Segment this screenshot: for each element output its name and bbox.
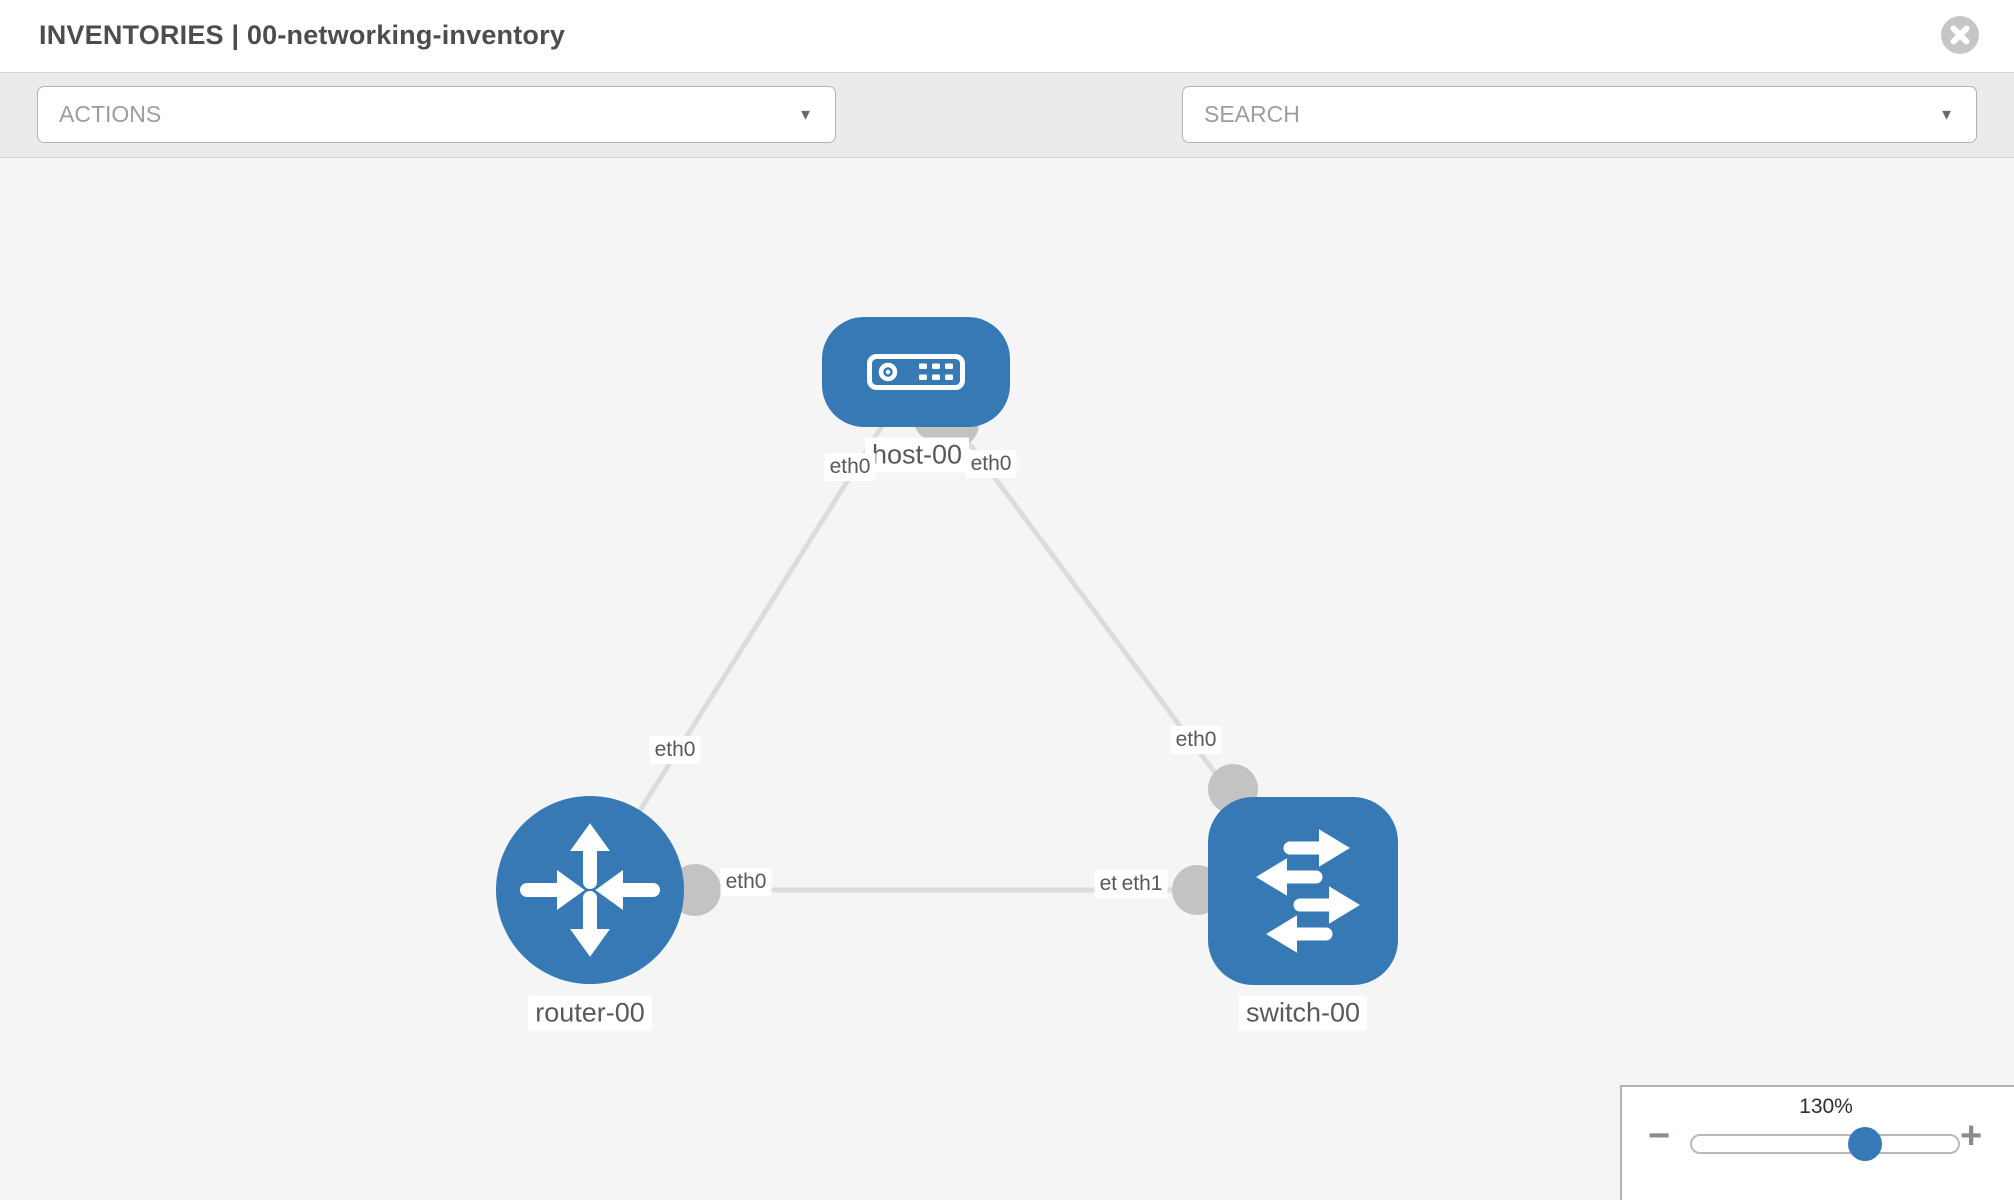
node-label-router: router-00 [528, 995, 652, 1031]
zoom-out-button[interactable]: − [1648, 1115, 1671, 1157]
search-dropdown-label: SEARCH [1204, 101, 1300, 127]
router-icon [496, 796, 684, 984]
if-label-switch-to-host: eth0 [1170, 726, 1222, 754]
node-switch-00[interactable] [1208, 797, 1398, 985]
zoom-slider-thumb[interactable] [1848, 1127, 1882, 1161]
switch-icon [1208, 797, 1398, 985]
node-label-host: host-00 [864, 437, 970, 473]
close-icon [1941, 25, 1979, 58]
node-router-00[interactable] [496, 796, 684, 984]
if-label-router-to-switch: eth0 [720, 868, 772, 896]
zoom-in-button[interactable]: + [1960, 1115, 1983, 1157]
if-label-router-to-host: eth0 [649, 736, 701, 764]
zoom-panel: 130% − + [1620, 1085, 2014, 1200]
zoom-level-value: 130% [1799, 1095, 1853, 1118]
if-label-host-to-router: eth0 [824, 453, 876, 481]
actions-dropdown[interactable]: ACTIONS ▼ [37, 86, 836, 143]
close-button[interactable] [1941, 16, 1979, 54]
zoom-slider-track[interactable] [1690, 1134, 1960, 1154]
if-label-switch-to-router: eth1 [1116, 870, 1168, 898]
if-label-host-to-switch: eth0 [965, 450, 1017, 478]
page-title: INVENTORIES | 00-networking-inventory [39, 20, 566, 50]
topology-canvas[interactable]: host-00 router-00 switch-00 eth0 eth0 et… [0, 158, 2014, 1200]
chevron-down-icon: ▼ [1939, 106, 1954, 123]
node-host-00[interactable] [822, 317, 1010, 427]
node-label-switch: switch-00 [1238, 995, 1368, 1031]
actions-dropdown-label: ACTIONS [59, 101, 162, 127]
panel-header: INVENTORIES | 00-networking-inventory [0, 0, 2014, 72]
chevron-down-icon: ▼ [798, 106, 813, 123]
host-device-icon [866, 353, 966, 391]
toolbar: ACTIONS ▼ SEARCH ▼ [0, 72, 2014, 206]
search-dropdown[interactable]: SEARCH ▼ [1182, 86, 1977, 143]
